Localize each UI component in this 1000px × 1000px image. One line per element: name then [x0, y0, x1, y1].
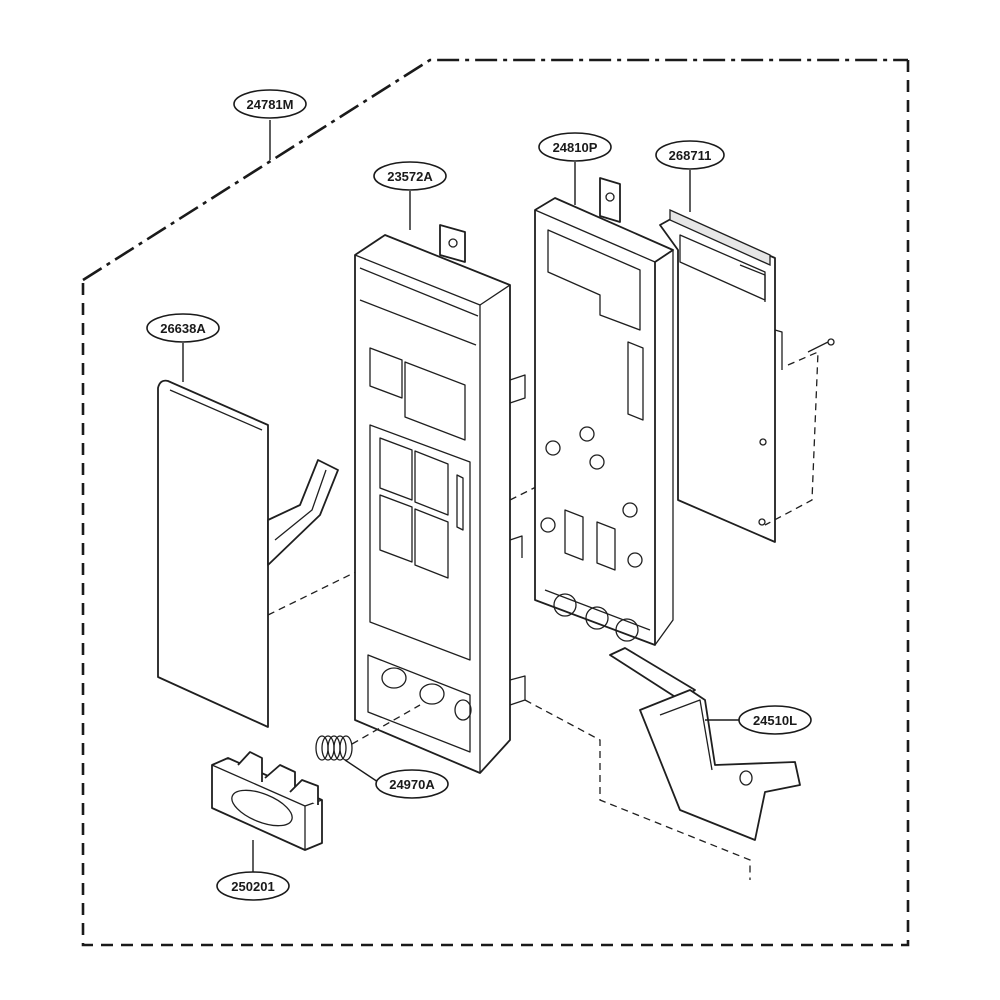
label-text-23572A: 23572A: [387, 169, 433, 184]
label-text-268711: 268711: [669, 148, 712, 163]
part-26638A-front-sheet: [157, 379, 371, 728]
label-268711: 268711: [655, 140, 725, 212]
label-26638A: 26638A: [146, 313, 220, 382]
label-text-250201: 250201: [231, 879, 274, 894]
label-23572A: 23572A: [373, 161, 447, 230]
part-24810P-pcb-bracket: [534, 177, 674, 646]
label-24510L: 24510L: [705, 705, 812, 735]
label-24810P: 24810P: [538, 132, 612, 205]
part-250201-button: [211, 751, 323, 851]
label-text-24810P: 24810P: [553, 140, 598, 155]
part-23572A-front-frame: [354, 224, 601, 774]
label-text-24781M: 24781M: [247, 97, 294, 112]
label-text-24970A: 24970A: [389, 777, 435, 792]
label-250201: 250201: [216, 840, 290, 901]
part-24510L-bracket: [524, 647, 801, 880]
label-24781M: 24781M: [233, 89, 307, 160]
label-text-24510L: 24510L: [753, 713, 797, 728]
label-24970A: 24970A: [344, 759, 449, 799]
part-268711-pcb-board: [659, 208, 835, 543]
part-24970A-spring: [315, 704, 421, 761]
label-text-26638A: 26638A: [160, 321, 206, 336]
assembly-boundary: [81, 58, 910, 947]
